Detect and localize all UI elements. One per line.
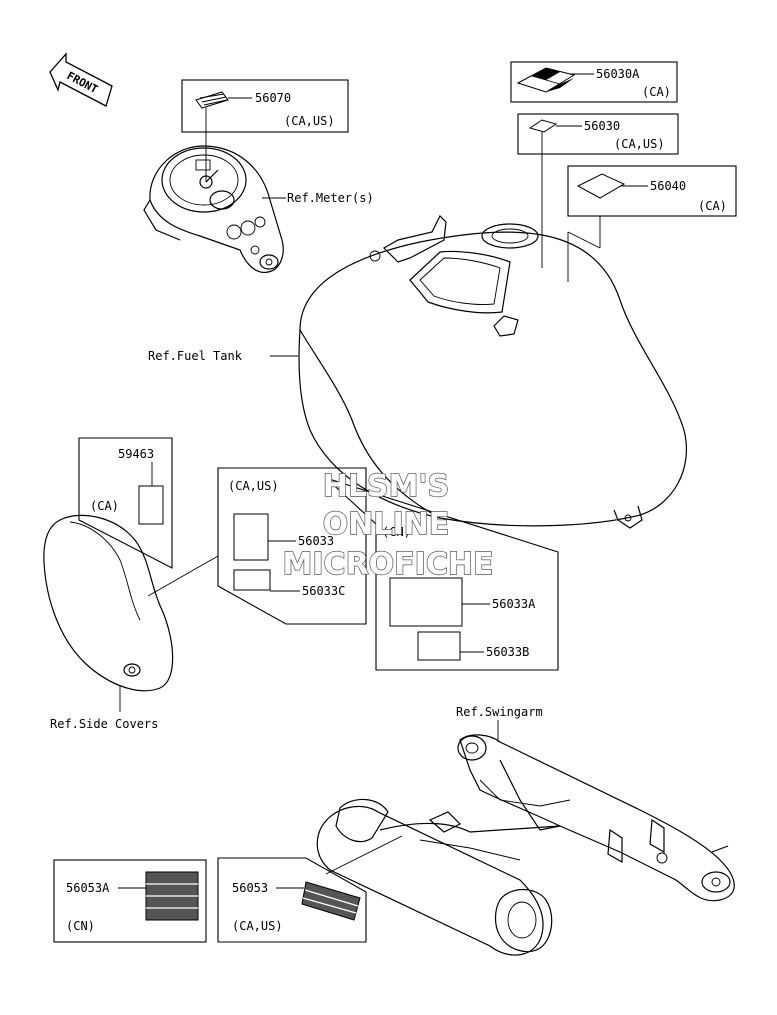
watermark-line-2: ONLINE [323, 507, 450, 542]
part-number-56053A: 56053A [66, 881, 110, 895]
swingarm-illustration [316, 734, 735, 956]
market-56033-cn: (CN) [382, 525, 411, 539]
part-number-56030A: 56030A [596, 67, 640, 81]
market-56053: (CA,US) [232, 919, 283, 933]
front-arrow-icon: FRONT [49, 52, 113, 107]
decal-56070-icon [195, 91, 229, 109]
market-56053A: (CN) [66, 919, 95, 933]
part-number-56033A: 56033A [492, 597, 536, 611]
decal-56033C-icon [233, 569, 271, 591]
decal-56040-icon [576, 173, 626, 199]
callout-box-56053: 56053 (CA,US) [217, 857, 367, 943]
decal-56033B-icon [417, 631, 461, 661]
decal-56030-icon [528, 119, 558, 133]
decal-56053-icon [301, 881, 361, 921]
ref-side-covers-label: Ref.Side Covers [50, 717, 158, 731]
side-cover-illustration [43, 514, 174, 692]
part-number-56033C: 56033C [302, 584, 345, 598]
decal-56033-icon [233, 513, 269, 561]
watermark: HLSM'S ONLINE MICROFICHE [282, 468, 494, 582]
callout-box-56030A: 56030A (CA) [510, 61, 678, 103]
market-56033-ca-us: (CA,US) [228, 479, 279, 493]
decal-59463-icon [138, 485, 164, 525]
watermark-line-3: MICROFICHE [283, 547, 494, 582]
meter-illustration [143, 145, 284, 274]
callout-box-59463: 59463 (CA) [78, 437, 173, 569]
decal-56053A-icon [145, 871, 199, 921]
callout-box-56033-ca-us: (CA,US) 56033 56033C [217, 467, 367, 625]
callout-box-56033-cn: (CN) 56033A 56033B [325, 477, 559, 671]
ref-fuel-tank-label: Ref.Fuel Tank [148, 349, 243, 363]
decal-56030A-icon [516, 67, 576, 93]
part-number-56030: 56030 [584, 119, 620, 133]
ref-swingarm-label: Ref.Swingarm [456, 705, 543, 719]
decal-56033A-icon [389, 577, 463, 627]
callout-box-56070: 56070 (CA,US) [181, 79, 349, 133]
callout-box-56040: 56040 (CA) [567, 165, 737, 217]
callout-box-56053A: 56053A (CN) [53, 859, 207, 943]
market-59463: (CA) [90, 499, 119, 513]
part-number-56033: 56033 [298, 534, 334, 548]
market-56040: (CA) [698, 199, 727, 213]
part-number-56053: 56053 [232, 881, 268, 895]
market-56070: (CA,US) [284, 114, 335, 128]
part-number-56033B: 56033B [486, 645, 529, 659]
part-number-56040: 56040 [650, 179, 686, 193]
callout-box-56030: 56030 (CA,US) [517, 113, 679, 155]
market-56030: (CA,US) [614, 137, 665, 151]
fuel-tank-illustration [298, 214, 688, 529]
part-number-56070: 56070 [255, 91, 291, 105]
ref-meter-label: Ref.Meter(s) [287, 191, 374, 205]
watermark-line-1: HLSM'S [323, 469, 449, 504]
market-56030A: (CA) [642, 85, 671, 99]
part-number-59463: 59463 [118, 447, 154, 461]
